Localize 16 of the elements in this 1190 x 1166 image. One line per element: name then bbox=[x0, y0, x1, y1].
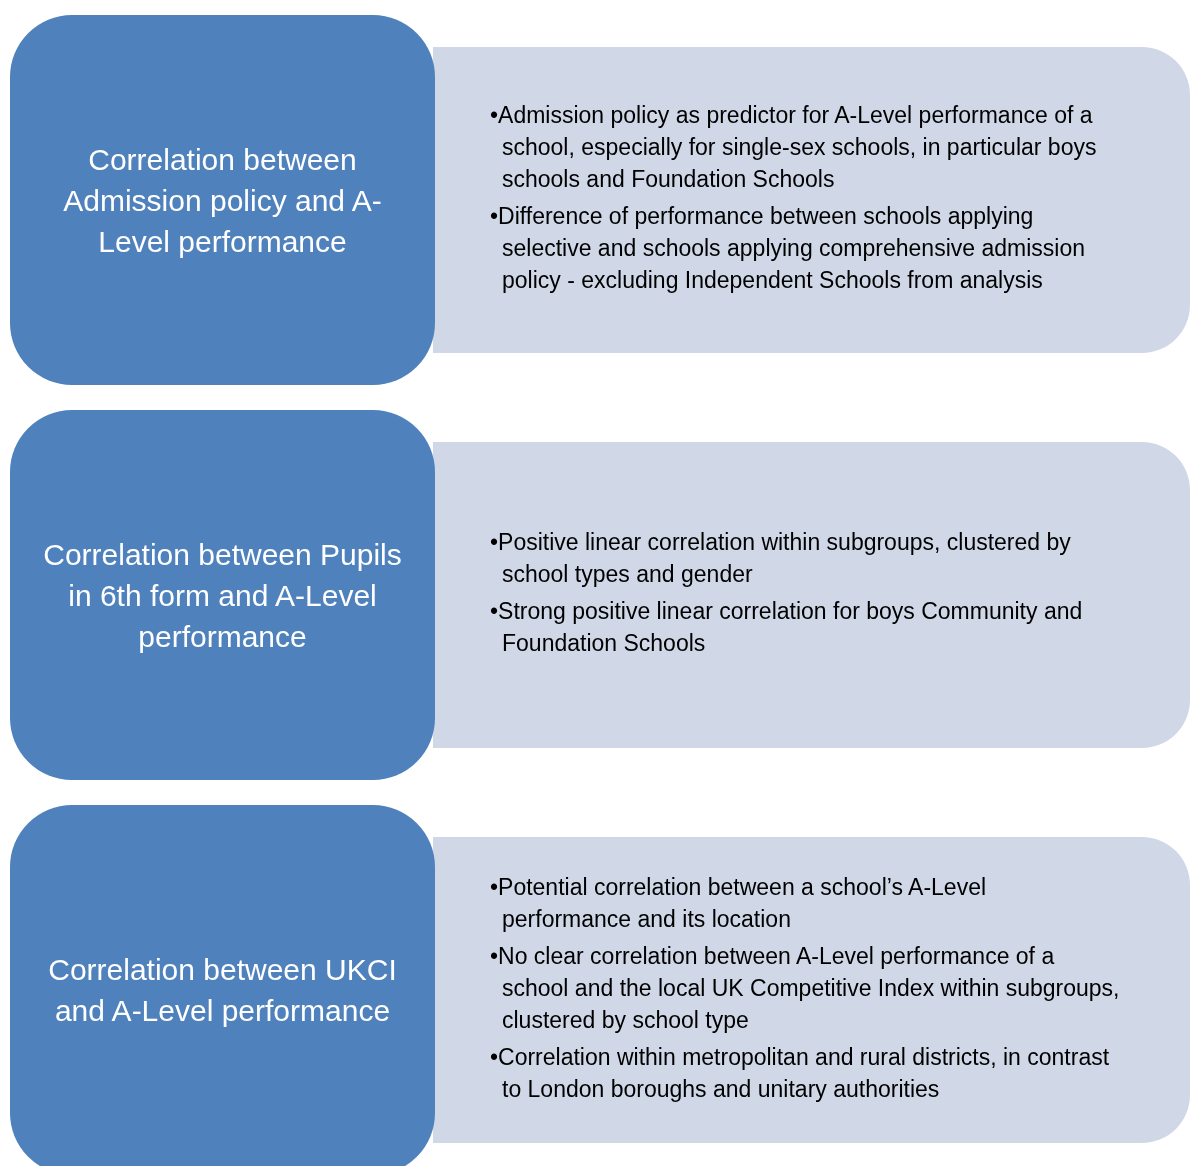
findings-panel bbox=[433, 442, 1190, 748]
topic-title: Correlation between Pupils in 6th form and A-Level performance bbox=[42, 536, 403, 655]
bullet-text: •No clear correlation between A-Level performance of a school and the local UK Competitive Index within subgroups, clustered by school type bbox=[490, 941, 1120, 1035]
findings-panel bbox=[433, 837, 1190, 1143]
findings-panel bbox=[433, 47, 1190, 353]
bullet-text: •Positive linear correlation within subgroups, clustered by school types and gender bbox=[490, 528, 1072, 589]
topic-title: Correlation between UKCI and A-Level performance bbox=[47, 952, 398, 1029]
topic-box bbox=[10, 15, 435, 385]
bullet-text: •Admission policy as predictor for A-Level performance of a school, especially for single-sex schools, in particular boys schools and Foundation Schools bbox=[490, 101, 1098, 194]
topic-title: Correlation between Admission policy and A-Level performance bbox=[62, 141, 383, 260]
topic-box bbox=[10, 805, 435, 1166]
bullet-text: •Strong positive linear correlation for boys Community and Foundation Schools bbox=[490, 597, 1084, 658]
topic-box bbox=[10, 410, 435, 780]
bullet-text: •Potential correlation between a school’s A-Level performance and its location bbox=[490, 872, 988, 934]
bullet-text: •Difference of performance between schools applying selective and schools applying comprehensive admission policy - excluding Independent Schools from analysis bbox=[490, 202, 1086, 295]
bullet-text: •Correlation within metropolitan and rural districts, in contrast to London boroughs and unitary authorities bbox=[490, 1042, 1111, 1104]
